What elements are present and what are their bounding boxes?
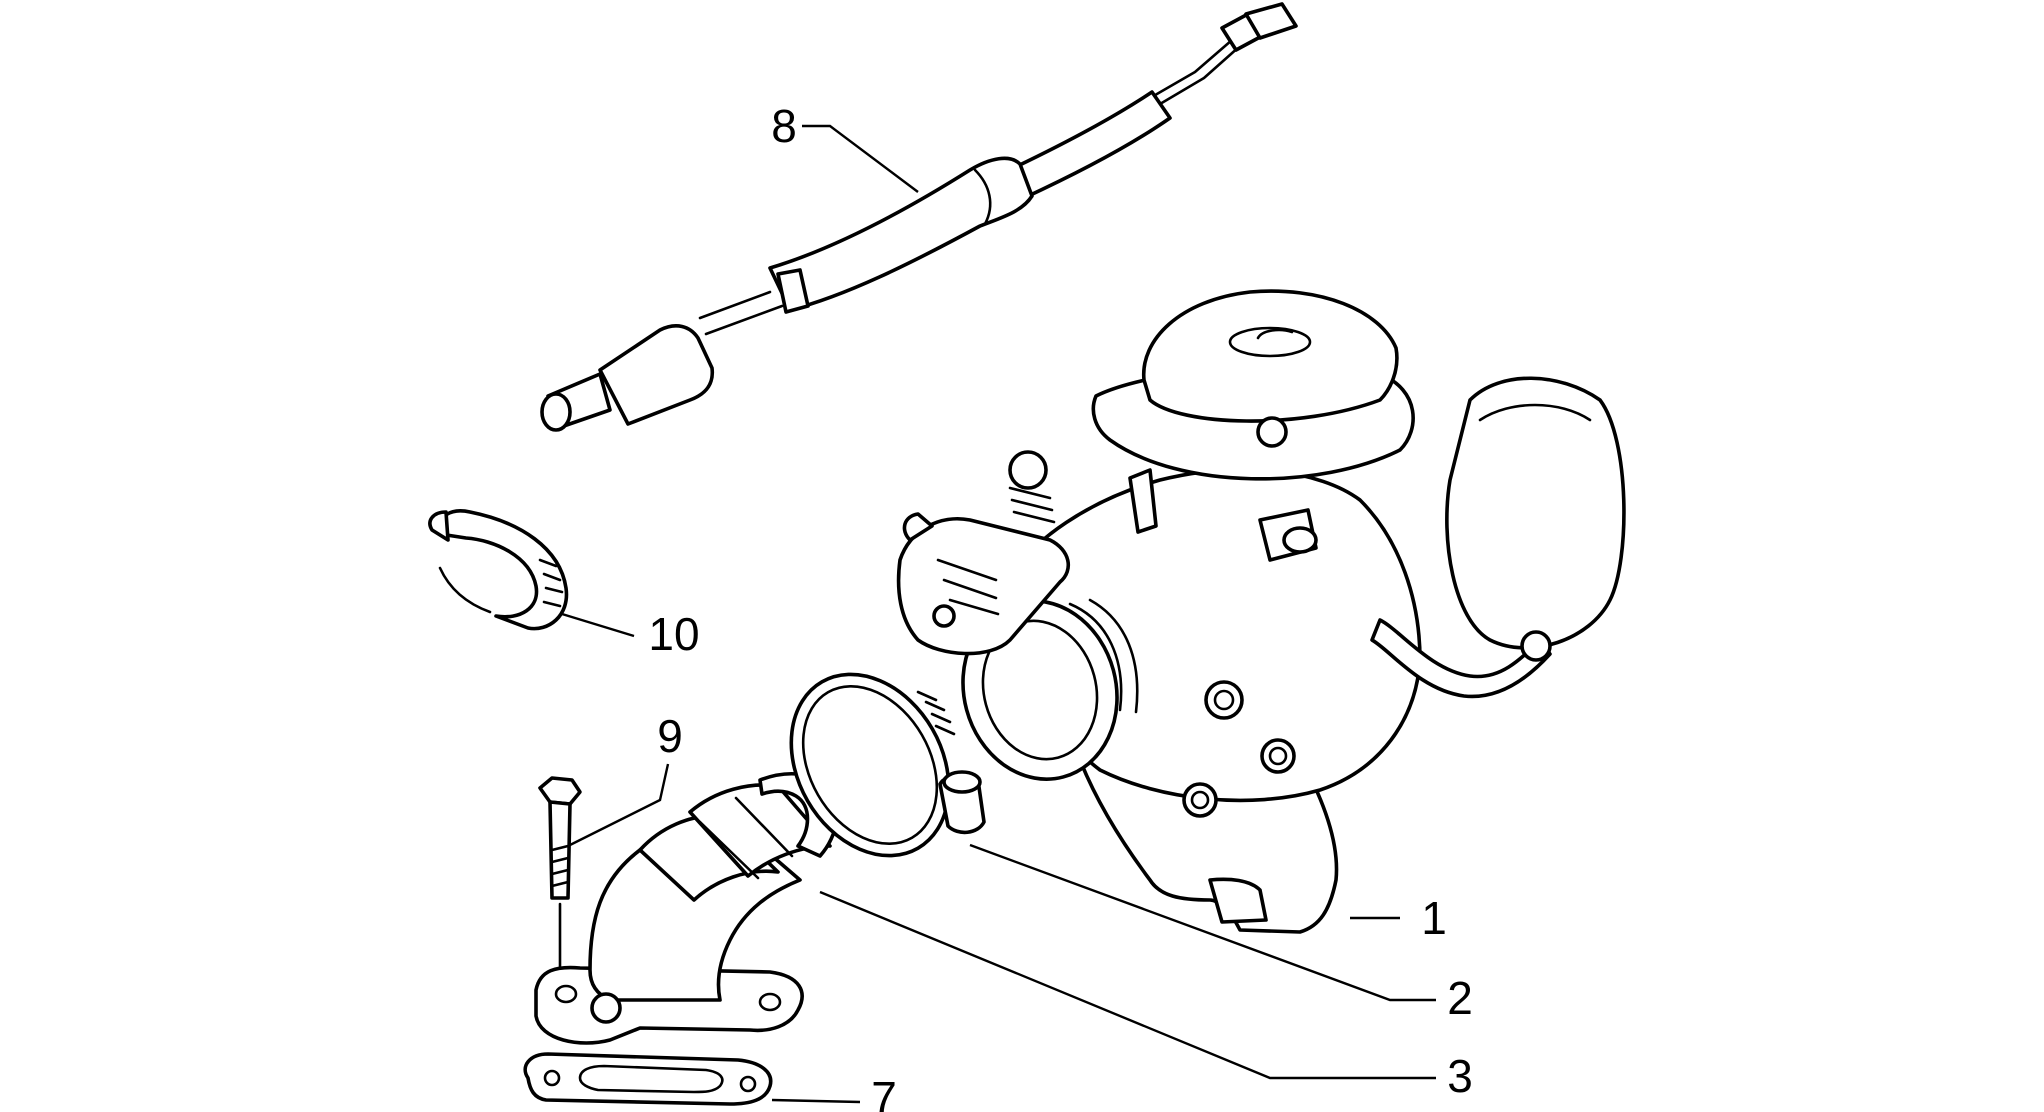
leader-2 bbox=[969, 843, 1436, 1002]
callout-7: 7 bbox=[871, 1072, 897, 1112]
cable-part bbox=[540, 2, 1298, 432]
leader-10 bbox=[561, 612, 635, 638]
leader-8 bbox=[802, 124, 919, 193]
gasket-part bbox=[523, 1052, 773, 1106]
callout-10: 10 bbox=[648, 608, 699, 660]
carburettor-part bbox=[896, 289, 1626, 934]
callout-3: 3 bbox=[1447, 1050, 1473, 1102]
clip-part bbox=[428, 509, 569, 631]
leader-9 bbox=[567, 763, 670, 848]
callout-8: 8 bbox=[771, 100, 797, 152]
leader-7 bbox=[771, 1098, 861, 1104]
intake-manifold-part bbox=[534, 771, 840, 1045]
hose-clamp-part bbox=[789, 672, 986, 858]
leader-3 bbox=[819, 890, 1436, 1080]
callout-1: 1 bbox=[1421, 892, 1447, 944]
leader-lines bbox=[561, 124, 1436, 1104]
callout-2: 2 bbox=[1447, 972, 1473, 1024]
callout-9: 9 bbox=[657, 710, 683, 762]
screw-part bbox=[538, 776, 582, 970]
callout-labels: 1 2 3 7 8 9 10 bbox=[648, 100, 1472, 1112]
